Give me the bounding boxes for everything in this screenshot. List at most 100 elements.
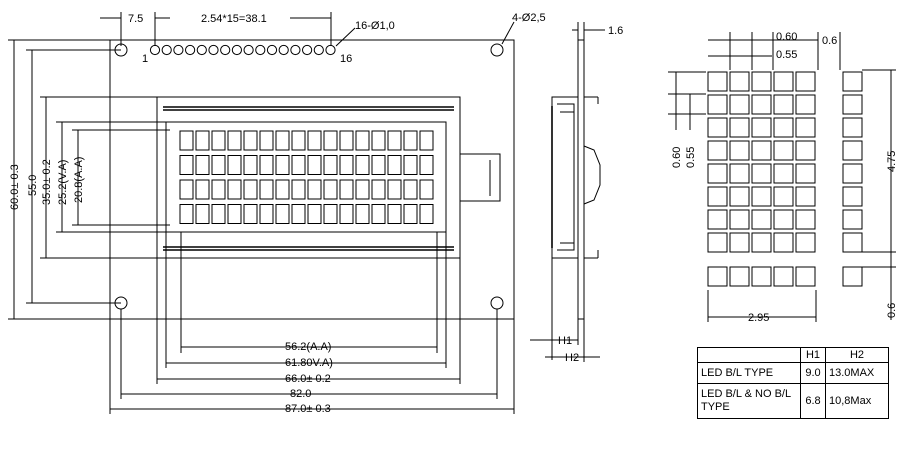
table-header-row: H1 H2	[697, 347, 889, 363]
character-cell	[339, 204, 354, 224]
table-row: LED B/L TYPE 9.0 13.0MAX	[697, 362, 889, 384]
character-cell	[227, 179, 242, 200]
row-label: LED B/L TYPE	[697, 362, 801, 384]
dim-pcb-width: 82.0	[290, 388, 311, 400]
character-cell	[355, 179, 370, 200]
matrix-dot-next-char	[842, 186, 863, 207]
matrix-dot	[795, 71, 816, 92]
pin-hole	[149, 44, 161, 56]
character-cell	[259, 204, 274, 224]
cursor-dot	[707, 266, 728, 287]
dim-aa-height: 20.8(A.A)	[73, 157, 85, 203]
character-cell	[307, 155, 322, 175]
dim-pin-holes: 16-Ø1,0	[355, 20, 395, 32]
matrix-dot	[751, 94, 772, 115]
pin-hole	[208, 44, 219, 56]
matrix-dot-next-char	[842, 117, 863, 138]
character-cell	[339, 130, 354, 151]
character-cell	[355, 130, 370, 151]
pin-hole	[278, 44, 289, 56]
row-h1: 6.8	[800, 383, 826, 419]
character-cell	[211, 130, 226, 151]
matrix-dot	[729, 94, 750, 115]
character-cell	[179, 130, 194, 151]
matrix-dot	[729, 163, 750, 184]
dim-v-pitch: 0.60	[671, 147, 683, 168]
dim-pcb-height: 55.0	[27, 175, 39, 196]
character-cell	[307, 130, 322, 151]
dim-outer-height: 60.0± 0.3	[9, 164, 21, 210]
matrix-dot	[729, 117, 750, 138]
character-cell	[323, 204, 338, 224]
dim-bezel-width: 66.0± 0.2	[285, 373, 331, 385]
character-cell	[371, 179, 386, 200]
matrix-dot	[729, 71, 750, 92]
matrix-dot	[795, 163, 816, 184]
cursor-dot	[795, 266, 816, 287]
dim-char-width: 2.95	[748, 312, 769, 324]
side-pcb	[577, 39, 585, 320]
matrix-dot	[707, 117, 728, 138]
character-cell	[243, 179, 258, 200]
dim-underline-height: 0.6	[886, 303, 898, 318]
character-cell	[275, 155, 290, 175]
character-cell	[275, 204, 290, 224]
matrix-dot	[707, 163, 728, 184]
dim-char-height: 4.75	[886, 151, 898, 172]
character-cell	[179, 179, 194, 200]
character-cell	[259, 130, 274, 151]
pin-hole	[185, 44, 196, 56]
character-cell	[211, 179, 226, 200]
matrix-dot	[751, 163, 772, 184]
character-cell	[355, 204, 370, 224]
character-cell	[339, 155, 354, 175]
character-cell	[403, 130, 418, 151]
front-view	[109, 39, 515, 320]
matrix-dot	[751, 186, 772, 207]
matrix-dot	[773, 186, 794, 207]
matrix-dot-next-char	[842, 209, 863, 230]
side-component	[583, 145, 601, 205]
matrix-dot	[707, 94, 728, 115]
pin-hole	[313, 44, 324, 56]
character-cell	[323, 155, 338, 175]
character-cell	[419, 179, 434, 200]
matrix-dot-next-char	[842, 232, 863, 253]
dim-aa-width: 56.2(A.A)	[285, 341, 331, 353]
dim-pin-pitch: 2.54*15=38.1	[201, 13, 267, 25]
matrix-dot	[707, 209, 728, 230]
pin-hole	[255, 44, 266, 56]
cursor-dot-next-char	[842, 266, 863, 287]
left-dimensions: 60.0± 0.3 55.0 35.0± 0.2 25.2(V.A) 20.8(…	[8, 39, 170, 320]
matrix-dot	[795, 186, 816, 207]
character-cell	[323, 130, 338, 151]
character-cell	[259, 179, 274, 200]
dim-dot-size: 0.55	[776, 49, 797, 61]
character-cell	[307, 179, 322, 200]
dim-side-thickness: 1.6	[608, 25, 623, 37]
dim-h1: H1	[558, 335, 572, 347]
matrix-dot	[751, 232, 772, 253]
character-cell	[403, 179, 418, 200]
matrix-dot	[751, 140, 772, 161]
dim-left-offset: 7.5	[128, 13, 143, 25]
row-h2: 10,8Max	[825, 383, 889, 419]
matrix-dot	[751, 209, 772, 230]
matrix-dot	[707, 186, 728, 207]
matrix-dot	[795, 117, 816, 138]
character-cell	[403, 204, 418, 224]
table-header-h2: H2	[825, 347, 889, 363]
matrix-dot	[773, 71, 794, 92]
pin-hole	[325, 44, 336, 56]
character-cell	[227, 130, 242, 151]
matrix-dot	[751, 117, 772, 138]
matrix-dot	[707, 71, 728, 92]
pin-hole	[302, 44, 313, 56]
character-grid	[179, 130, 434, 224]
viewing-area	[165, 121, 447, 233]
character-cell	[387, 130, 402, 151]
matrix-dot	[729, 232, 750, 253]
character-cell	[243, 130, 258, 151]
pin-last-label: 16	[340, 53, 352, 65]
